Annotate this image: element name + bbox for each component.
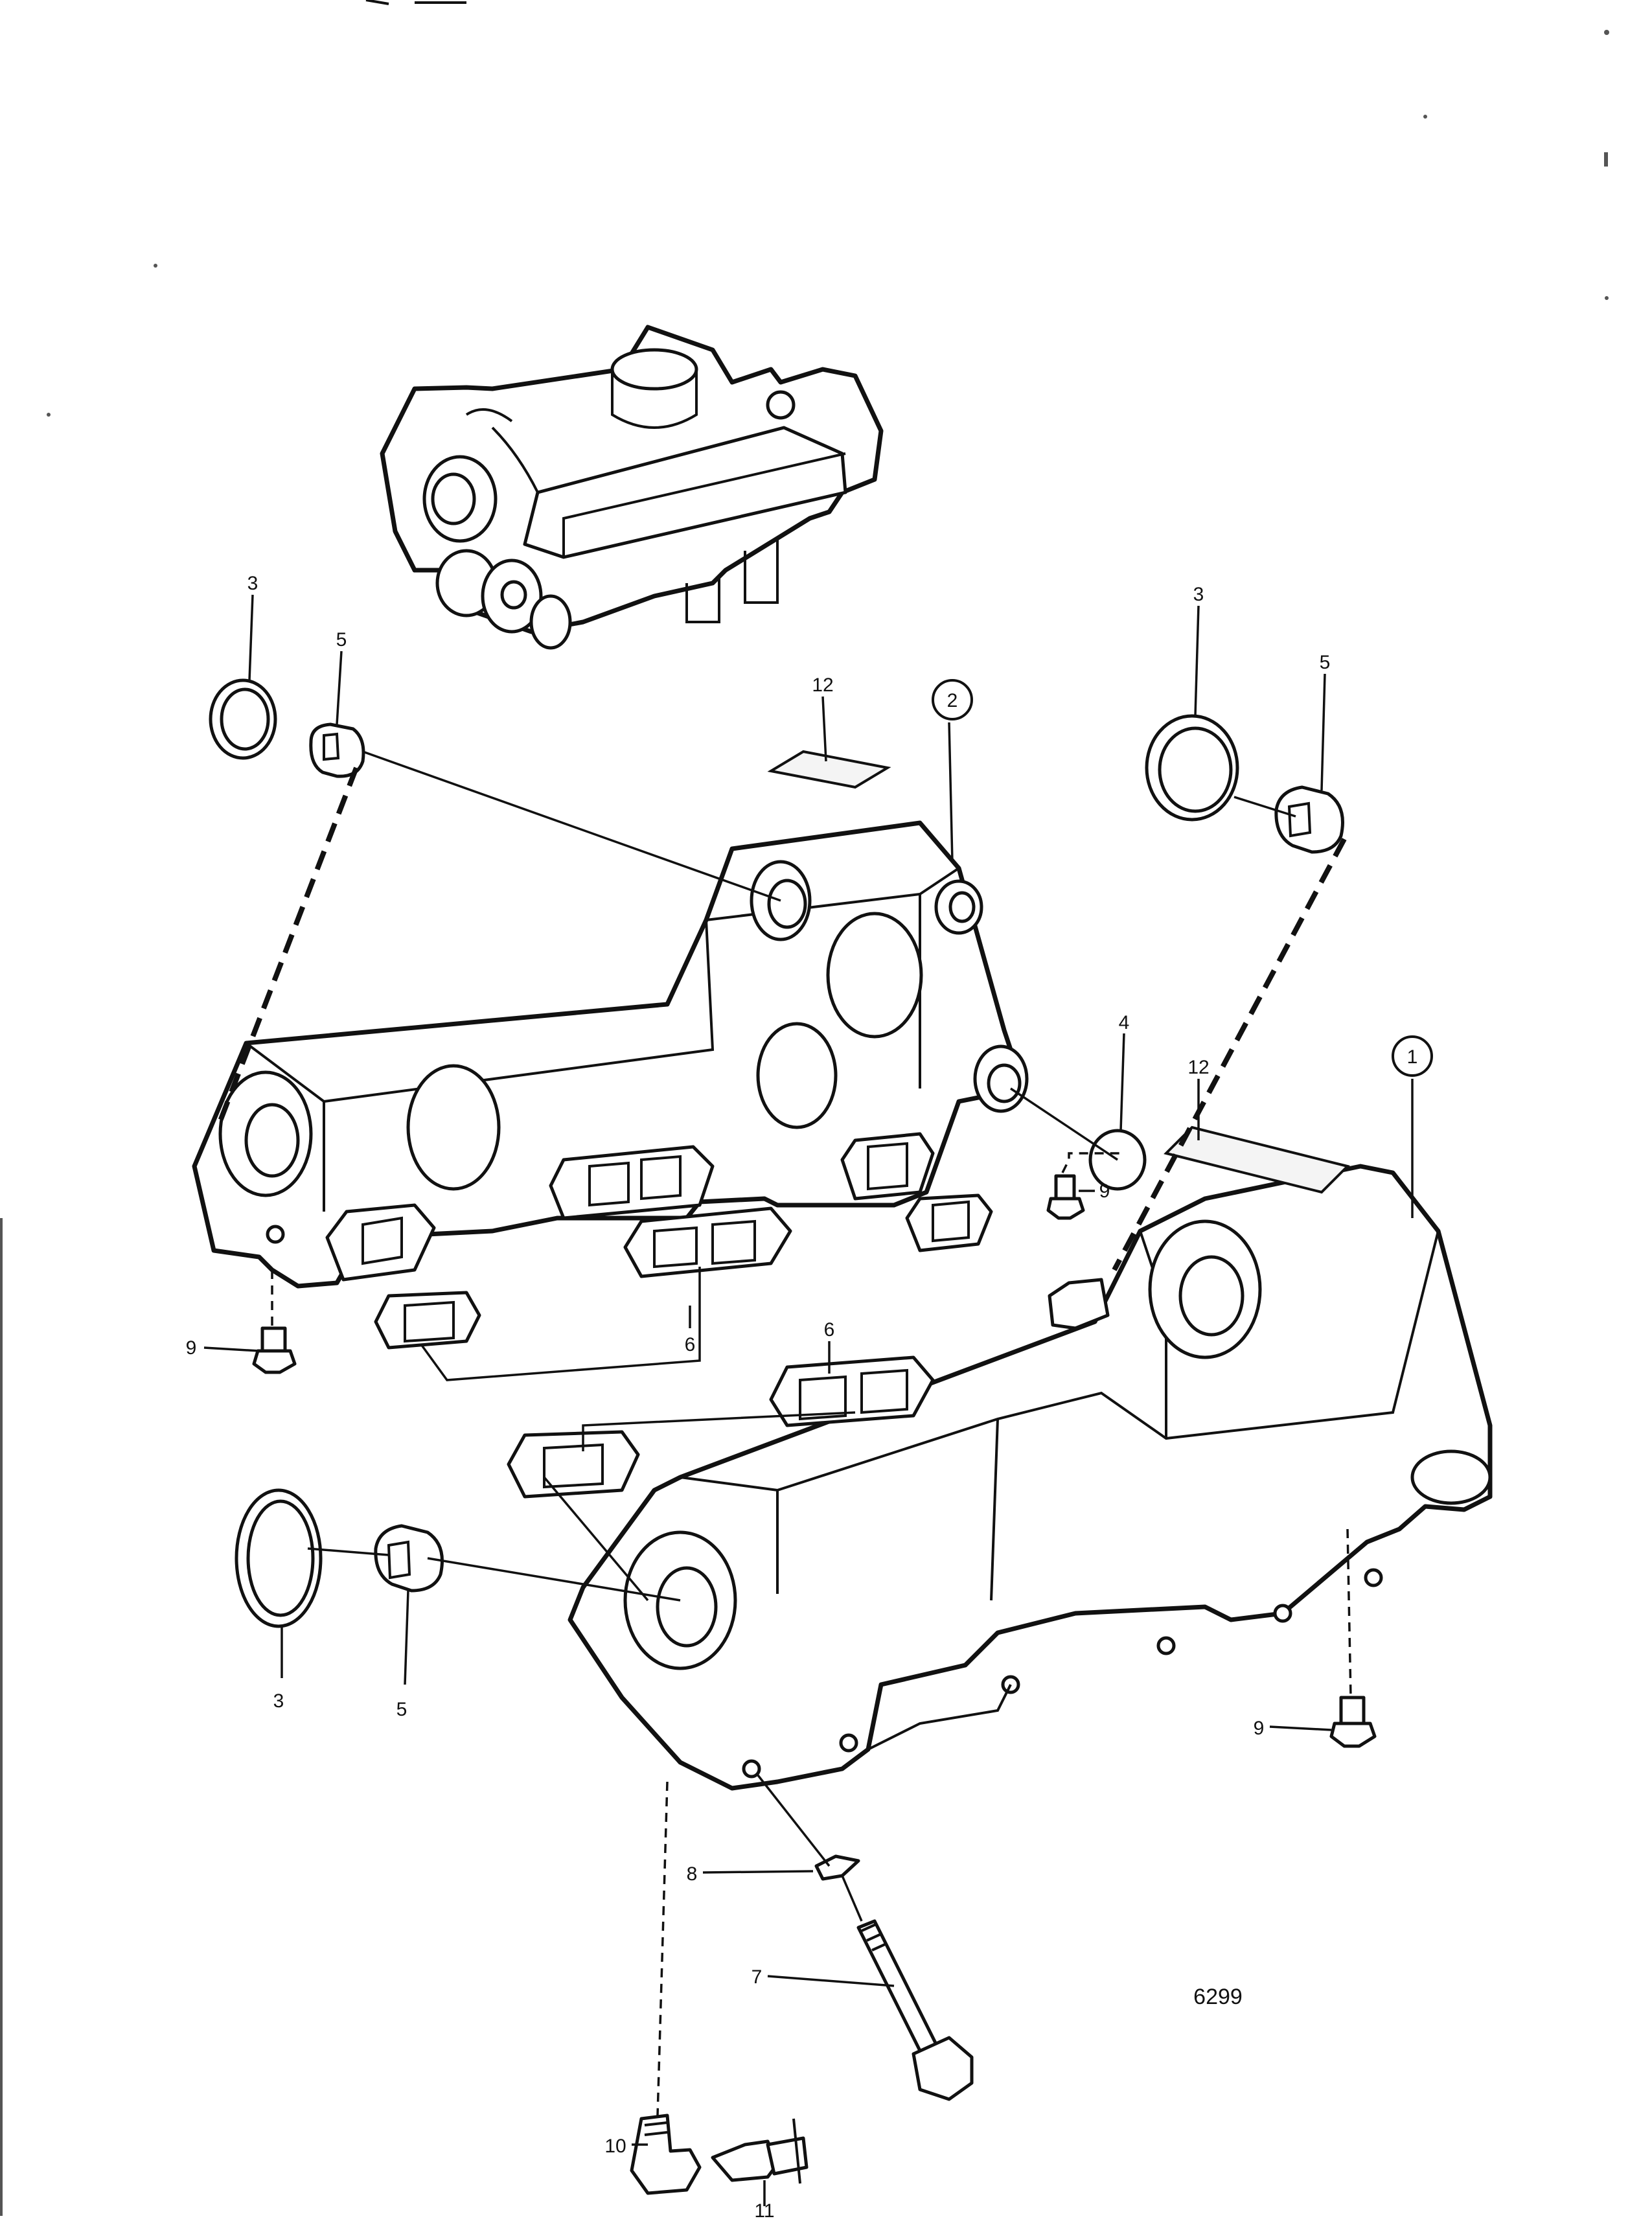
callout-6-upper: 6 (685, 1334, 696, 1355)
callout-3-lower-left: 3 (273, 1690, 284, 1712)
exhaust-manifold-1 (568, 1164, 1493, 1791)
scan-marks (0, 0, 1609, 2216)
plug-5-lower-left (374, 1524, 444, 1593)
sealing-ring-3-upper-left (209, 678, 277, 760)
callout-11: 11 (754, 2200, 774, 2220)
callout-5-lower-left: 5 (396, 1699, 407, 1720)
sealing-ring-3-lower-left (235, 1488, 323, 1628)
callout-9-right: 9 (1254, 1718, 1265, 1739)
drain-cock-11 (711, 2118, 809, 2184)
callout-12-lower: 12 (1187, 1057, 1209, 1078)
screw-9-middle (1046, 1174, 1085, 1220)
plug-5-upper-left (309, 722, 365, 778)
sealing-ring-3-upper-right (1145, 714, 1239, 822)
callout-9-middle: 9 (1099, 1181, 1110, 1202)
callout-3-upper-left: 3 (247, 573, 258, 594)
callout-6-lower: 6 (824, 1319, 835, 1341)
assembly-line-left (218, 766, 359, 1122)
screw-9-right (1329, 1696, 1377, 1748)
callout-4: 4 (1119, 1012, 1130, 1033)
callout-12-upper: 12 (812, 674, 833, 696)
callout-1: 1 (1407, 1046, 1418, 1068)
gasket-12-upper (767, 750, 891, 789)
callout-2: 2 (947, 690, 958, 711)
callout-8: 8 (687, 1863, 698, 1885)
callout-7: 7 (751, 1966, 763, 1988)
callout-circle-2 (932, 679, 973, 720)
exhaust-manifold-2 (192, 820, 1029, 1289)
callout-leaders (203, 594, 1414, 2206)
washer-8 (814, 1854, 860, 1881)
callout-5-upper-right: 5 (1320, 652, 1331, 673)
callout-circle-1 (1392, 1035, 1433, 1077)
assembly-line-plug4 (1061, 1152, 1121, 1173)
callout-3-upper-right: 3 (1193, 584, 1204, 605)
manifold-gaskets-6-lower (507, 1355, 935, 1499)
gasket-12-lower (1164, 1125, 1350, 1194)
manifold-gaskets-6-upper (374, 1193, 993, 1350)
assembly-line-right (1112, 838, 1347, 1271)
figure-number: 6299 (1193, 1985, 1243, 2009)
callout-10: 10 (604, 2136, 626, 2157)
assembly-leader-lines (271, 750, 1352, 2116)
callout-5-upper-left: 5 (336, 629, 347, 651)
elbow-fitting-10 (630, 2114, 702, 2195)
callout-9-left: 9 (186, 1337, 197, 1359)
engine-overview-illustration (380, 325, 884, 650)
screw-9-left (252, 1326, 297, 1374)
plug-5-upper-right (1274, 785, 1344, 854)
stud-bolt-7 (856, 1919, 974, 2101)
